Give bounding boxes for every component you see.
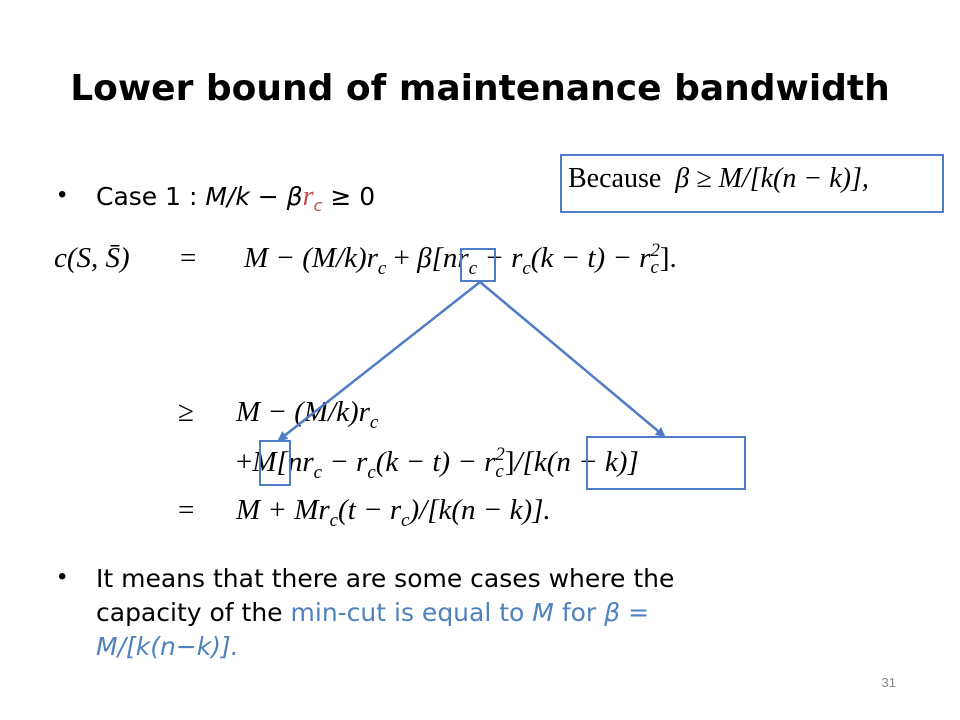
M-highlight-box <box>259 440 291 486</box>
eq2-sup: 2 <box>495 444 505 466</box>
eq3-line: M + Mrc(t − rc)/[k(n − k)]. <box>236 494 551 532</box>
case1-prefix: Case 1 : <box>96 182 206 211</box>
bullet-conclusion: It means that there are some cases where… <box>96 562 796 664</box>
eq1-plus: + <box>386 242 418 274</box>
case1-expr: M/k − β <box>205 182 303 211</box>
bullet-case1: Case 1 : M/k − βrc ≥ 0 <box>96 180 375 223</box>
because-box <box>560 154 944 213</box>
eq3-equals: = <box>178 494 195 526</box>
conclusion-line2: capacity of the min-cut is equal to M fo… <box>96 596 796 630</box>
eq2-sub: c <box>369 411 379 433</box>
eq1-equals: = <box>180 242 197 274</box>
bullet-marker: • <box>58 181 67 208</box>
eq3-b: (t − r <box>338 494 402 526</box>
eq1-beta: β <box>417 242 432 274</box>
case1-tail: ≥ 0 <box>322 182 376 211</box>
eq2-M: M <box>252 446 277 478</box>
eq2-line2-a: [nr <box>276 446 314 478</box>
page-number: 31 <box>881 675 896 690</box>
eq2-line2-d: ] <box>504 446 515 478</box>
eq2-sub: c <box>313 461 322 483</box>
eq3-a: M + Mr <box>236 494 330 526</box>
conclusion-M: M <box>532 598 554 627</box>
conclusion-for: for <box>553 598 605 627</box>
eq2-line2-e: /[k(n − k)] <box>514 446 639 478</box>
eq3-sub: c <box>401 509 410 531</box>
eq2-sub: c <box>495 461 504 483</box>
slide-title: Lower bound of maintenance bandwidth <box>70 68 890 109</box>
conclusion-beta: β <box>604 598 621 627</box>
eq2-geq: ≥ <box>178 396 194 428</box>
beta-highlight-box <box>460 248 496 282</box>
conclusion-text: capacity of the <box>96 598 291 627</box>
eq2-line2-b: − r <box>321 446 368 478</box>
arrow-to-M <box>277 281 481 442</box>
conclusion-eq: = <box>620 598 650 627</box>
eq1-sub: c <box>522 257 531 279</box>
arrow-to-denominator <box>479 281 666 438</box>
case1-r: r <box>302 181 314 212</box>
eq2-plus: + <box>236 446 253 478</box>
eq1-rhs-e: (k − t) − r <box>530 242 651 274</box>
because-word: Because <box>568 163 662 194</box>
denominator-highlight-box <box>586 436 746 490</box>
eq1-sub: c <box>468 257 478 279</box>
eq1-rhs-a: M − (M/k)r <box>244 242 378 274</box>
eq3-c: )/[k(n − k)]. <box>409 494 551 526</box>
eq1-sub: c <box>650 257 659 279</box>
eq1-rhs-c: [nr <box>431 242 469 274</box>
eq2-line2-c: (k − t) − r <box>375 446 496 478</box>
conclusion-highlight: min-cut is equal to <box>290 598 533 627</box>
case1-sub: c <box>313 196 323 215</box>
eq1-lhs: c(S, S̄) <box>54 242 130 274</box>
because-text: Because β ≥ M/[k(n − k)], <box>568 163 869 195</box>
eq2-sub: c <box>367 461 376 483</box>
eq3-sub: c <box>329 509 339 531</box>
conclusion-line1: It means that there are some cases where… <box>96 564 675 593</box>
conclusion-line3: M/[k(n−k)]. <box>96 632 239 661</box>
because-expr: β ≥ M/[k(n − k)], <box>675 163 869 194</box>
eq1-sub: c <box>377 257 387 279</box>
eq1-rhs-d: − r <box>477 242 523 274</box>
bullet-marker: • <box>58 563 67 590</box>
eq1-sup: 2 <box>650 240 660 262</box>
eq1-rhs-f: ]. <box>659 242 677 274</box>
